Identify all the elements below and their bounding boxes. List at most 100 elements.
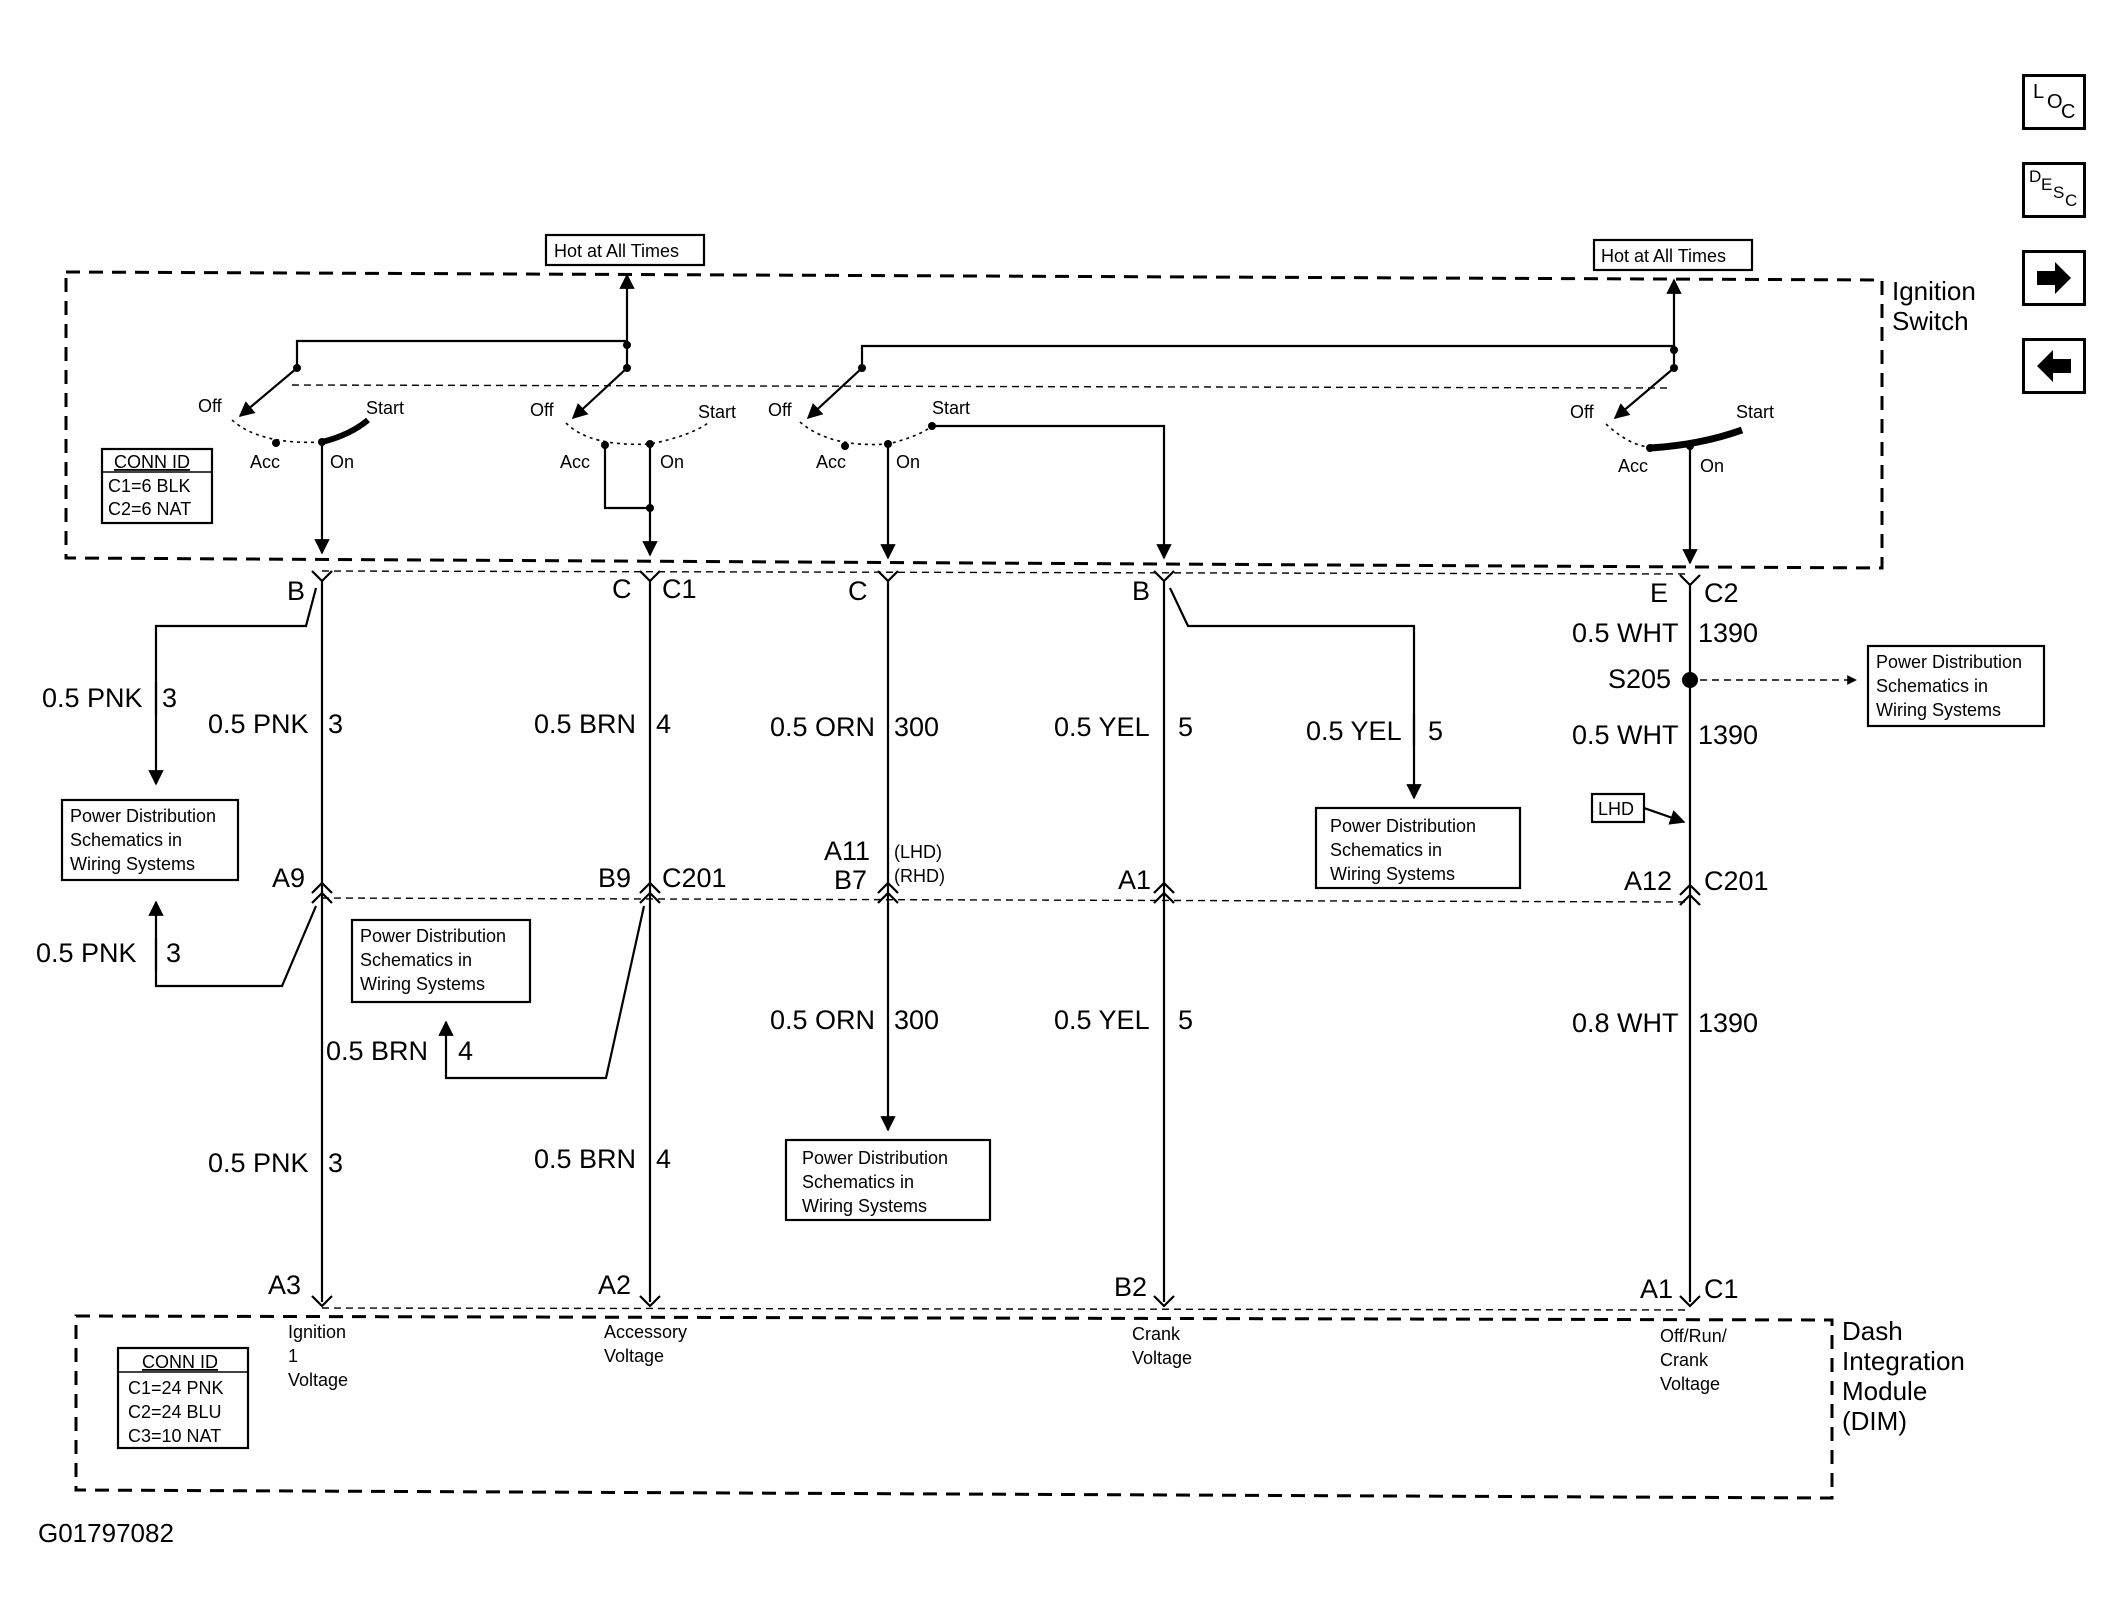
svg-text:Accessory: Accessory (604, 1322, 687, 1342)
svg-text:Crank: Crank (1132, 1324, 1181, 1344)
svg-text:Start: Start (366, 398, 404, 418)
back-button[interactable] (2022, 338, 2086, 394)
ignition-switch-label-1: Ignition (1892, 276, 1976, 306)
svg-text:A1: A1 (1118, 865, 1151, 895)
svg-text:0.5 PNK: 0.5 PNK (208, 709, 309, 739)
ignition-switch-outline (64, 270, 1884, 570)
svg-text:4: 4 (656, 709, 671, 739)
svg-text:B2: B2 (1114, 1272, 1147, 1302)
svg-text:0.5 YEL: 0.5 YEL (1054, 712, 1150, 742)
svg-text:4: 4 (458, 1036, 473, 1066)
svg-text:C201: C201 (662, 863, 727, 893)
svg-text:C: C (848, 576, 868, 606)
svg-text:0.5 WHT: 0.5 WHT (1572, 618, 1679, 648)
svg-text:0.5 YEL: 0.5 YEL (1306, 716, 1402, 746)
svg-text:B: B (287, 576, 305, 606)
svg-text:0.5 PNK: 0.5 PNK (42, 683, 143, 713)
svg-text:C201: C201 (1704, 866, 1769, 896)
svg-text:Wiring Systems: Wiring Systems (1876, 700, 2001, 720)
svg-text:Acc: Acc (1618, 456, 1648, 476)
power-distribution-box-4: Power Distribution Schematics in Wiring … (350, 918, 532, 1004)
hot-at-all-times-label-2: Hot at All Times (1601, 246, 1726, 266)
svg-text:On: On (896, 452, 920, 472)
svg-text:LHD: LHD (1598, 799, 1634, 819)
figure-id: G01797082 (38, 1518, 174, 1548)
desc-letter-s: S (2053, 183, 2065, 202)
svg-text:Voltage: Voltage (288, 1370, 348, 1390)
svg-text:0.5 BRN: 0.5 BRN (534, 709, 636, 739)
arrow-right-icon (2037, 262, 2071, 294)
svg-text:(LHD): (LHD) (894, 842, 942, 862)
svg-text:1390: 1390 (1698, 720, 1758, 750)
svg-text:(RHD): (RHD) (894, 866, 945, 886)
svg-text:Acc: Acc (560, 452, 590, 472)
loc-letter-l: L (2033, 81, 2045, 103)
svg-text:0.5 ORN: 0.5 ORN (770, 712, 875, 742)
svg-text:0.5 YEL: 0.5 YEL (1054, 1005, 1150, 1035)
svg-text:A2: A2 (598, 1270, 631, 1300)
svg-text:Acc: Acc (816, 452, 846, 472)
svg-text:1390: 1390 (1698, 618, 1758, 648)
power-distribution-box-3: Power Distribution Schematics in Wiring … (1866, 644, 2046, 728)
svg-text:CONN ID: CONN ID (114, 452, 190, 472)
svg-text:C1: C1 (1704, 1274, 1739, 1304)
svg-text:B9: B9 (598, 863, 631, 893)
power-distribution-box-1: Power Distribution Schematics in Wiring … (60, 798, 240, 882)
svg-text:4: 4 (656, 1144, 671, 1174)
svg-text:5: 5 (1428, 716, 1443, 746)
svg-text:Power Distribution: Power Distribution (1876, 652, 2022, 672)
svg-text:Power Distribution: Power Distribution (802, 1148, 948, 1168)
svg-text:On: On (330, 452, 354, 472)
svg-text:Off: Off (198, 396, 223, 416)
svg-text:3: 3 (166, 938, 181, 968)
svg-text:5: 5 (1178, 712, 1193, 742)
svg-text:(DIM): (DIM) (1842, 1406, 1907, 1436)
svg-text:Schematics in: Schematics in (1330, 840, 1442, 860)
svg-text:Module: Module (1842, 1376, 1927, 1406)
loc-button[interactable]: L O C (2022, 74, 2086, 130)
power-distribution-box-5: Power Distribution Schematics in Wiring … (784, 1138, 992, 1222)
svg-text:300: 300 (894, 712, 939, 742)
svg-text:Start: Start (698, 402, 736, 422)
ignition-conn-id-box (100, 447, 214, 525)
svg-text:0.5 PNK: 0.5 PNK (36, 938, 137, 968)
svg-text:Off: Off (768, 400, 793, 420)
forward-button[interactable] (2022, 250, 2086, 306)
svg-text:A9: A9 (272, 863, 305, 893)
svg-text:Off: Off (1570, 402, 1595, 422)
svg-text:Wiring Systems: Wiring Systems (1330, 864, 1455, 884)
svg-text:A11: A11 (824, 836, 870, 866)
svg-text:0.5 ORN: 0.5 ORN (770, 1005, 875, 1035)
svg-text:Wiring Systems: Wiring Systems (802, 1196, 927, 1216)
svg-text:C2=24 BLU: C2=24 BLU (128, 1402, 222, 1422)
svg-text:0.5 BRN: 0.5 BRN (326, 1036, 428, 1066)
svg-text:Schematics in: Schematics in (802, 1172, 914, 1192)
svg-text:Schematics in: Schematics in (360, 950, 472, 970)
desc-button[interactable]: D E S C (2022, 162, 2086, 218)
arrow-left-icon (2037, 350, 2071, 382)
svg-text:Schematics in: Schematics in (1876, 676, 1988, 696)
svg-text:Start: Start (932, 398, 970, 418)
svg-text:C2=6 NAT: C2=6 NAT (108, 499, 191, 519)
svg-text:Voltage: Voltage (1132, 1348, 1192, 1368)
svg-text:Off/Run/: Off/Run/ (1660, 1326, 1727, 1346)
svg-text:C1=24 PNK: C1=24 PNK (128, 1378, 224, 1398)
svg-text:Integration: Integration (1842, 1346, 1965, 1376)
svg-text:Power Distribution: Power Distribution (1330, 816, 1476, 836)
desc-letter-c: C (2065, 191, 2078, 210)
svg-text:3: 3 (328, 709, 343, 739)
svg-text:3: 3 (328, 1148, 343, 1178)
svg-text:3: 3 (162, 683, 177, 713)
svg-text:On: On (660, 452, 684, 472)
svg-text:0.5 WHT: 0.5 WHT (1572, 720, 1679, 750)
svg-text:C2: C2 (1704, 578, 1739, 608)
svg-text:A12: A12 (1624, 866, 1672, 896)
svg-text:5: 5 (1178, 1005, 1193, 1035)
power-distribution-box-2: Power Distribution Schematics in Wiring … (1314, 806, 1522, 890)
svg-text:Start: Start (1736, 402, 1774, 422)
svg-text:Power Distribution: Power Distribution (70, 806, 216, 826)
svg-text:C: C (612, 574, 632, 604)
svg-text:0.8 WHT: 0.8 WHT (1572, 1008, 1679, 1038)
